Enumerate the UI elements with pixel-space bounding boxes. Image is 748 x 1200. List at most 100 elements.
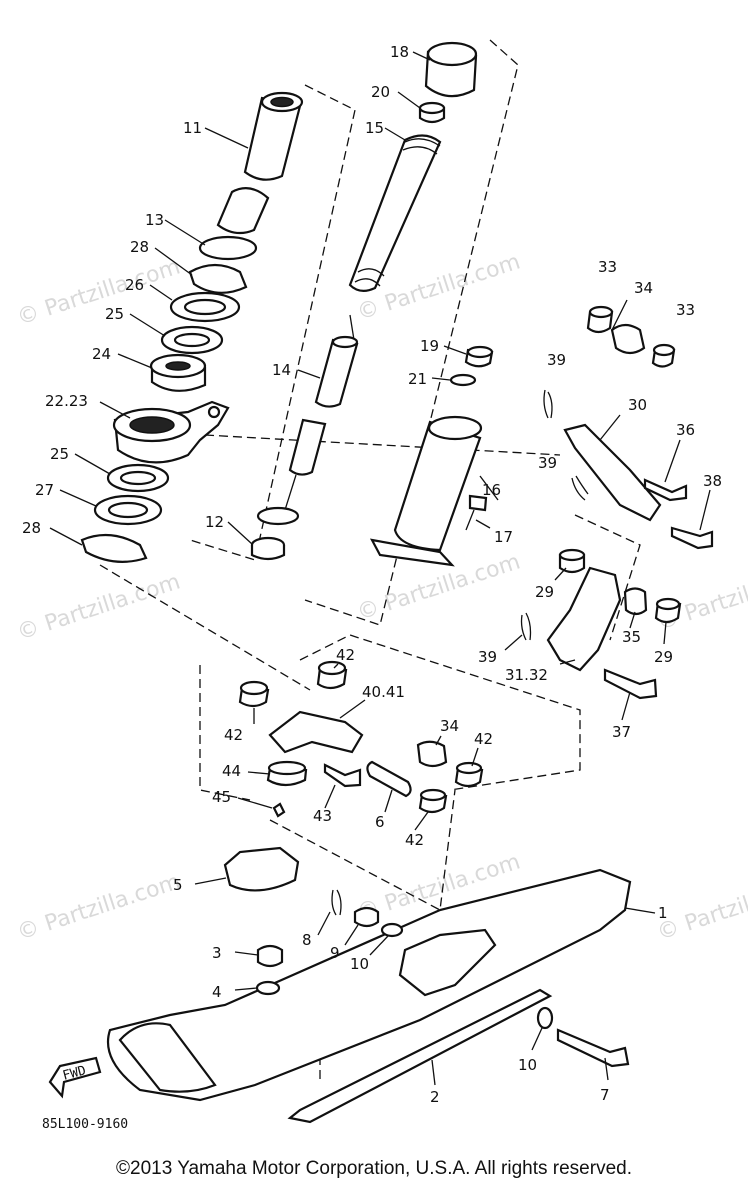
part-35-collar <box>623 587 648 616</box>
center-leader-outline <box>204 434 561 456</box>
callout-15: 15 <box>365 119 384 137</box>
callout-10-lower: 10 <box>518 1056 537 1074</box>
callout-38: 38 <box>703 472 722 490</box>
part-42-right-bushing <box>454 761 484 788</box>
part-42-bushing <box>316 660 348 690</box>
part-39-lower-pin <box>520 612 532 641</box>
part-45-screw <box>272 802 286 818</box>
watermark: © Partzilla.com <box>14 869 183 945</box>
callout-27: 27 <box>35 481 54 499</box>
part-37-bolt <box>603 668 658 700</box>
part-1-ski-loop <box>118 1022 217 1093</box>
part-38-bolt <box>670 526 714 550</box>
callout-20: 20 <box>371 83 390 101</box>
callout-43: 43 <box>313 807 332 825</box>
part-29-bushing <box>558 548 586 574</box>
callout-39: 39 <box>547 351 566 369</box>
callout-16: 16 <box>482 481 501 499</box>
callout-33-right: 33 <box>676 301 695 319</box>
callout-28-lower: 28 <box>22 519 41 537</box>
bracket-group-outline <box>199 665 251 801</box>
callout-12: 12 <box>205 513 224 531</box>
part-10-washer <box>380 922 404 938</box>
part-14-damper <box>256 314 359 526</box>
callout-5: 5 <box>173 876 183 894</box>
callout-6: 6 <box>375 813 385 831</box>
left-column-parts <box>80 91 304 563</box>
callout-2: 2 <box>430 1088 440 1106</box>
upper-left-group-outline <box>189 84 356 561</box>
part-9-nut <box>353 906 380 928</box>
callout-10: 10 <box>350 955 369 973</box>
fwd-label: FWD <box>61 1063 88 1084</box>
part-22-housing <box>112 400 230 464</box>
diagram-code: 85L100-9160 <box>42 1117 128 1132</box>
part-24-bushing <box>149 353 207 392</box>
fwd-arrow: FWD <box>48 1056 102 1099</box>
part-12-nut <box>250 536 286 561</box>
watermark: © Partzilla.com <box>654 559 748 635</box>
callout-11: 11 <box>183 119 202 137</box>
lower-left-group-outline <box>99 564 311 691</box>
part-3-nut <box>256 944 284 968</box>
callout-13: 13 <box>145 211 164 229</box>
callout-33: 33 <box>598 258 617 276</box>
part-42-left-bushing <box>238 680 270 708</box>
callout-42-left: 42 <box>224 726 243 744</box>
part-19-nut <box>464 345 494 368</box>
callout-28: 28 <box>130 238 149 256</box>
callout-39-center: 39 <box>538 454 557 472</box>
callout-34: 34 <box>634 279 653 297</box>
watermark: © Partzilla.com <box>654 869 748 945</box>
part-18-cap <box>424 41 478 98</box>
part-13-ring <box>198 235 258 261</box>
pivot-group-outline <box>299 634 581 791</box>
shock-group-outline <box>304 39 519 626</box>
callout-24: 24 <box>92 345 111 363</box>
part-16-shock-body <box>369 415 483 567</box>
part-26-ring <box>169 291 241 323</box>
callout-39-lower: 39 <box>478 648 497 666</box>
callout-37: 37 <box>612 723 631 741</box>
part-10-lower-washer <box>536 1006 554 1030</box>
part-31-bracket <box>546 566 622 672</box>
callout-40-41: 40.41 <box>362 683 405 701</box>
part-25-lower-ring <box>106 463 170 493</box>
callout-42: 42 <box>336 646 355 664</box>
part-7-bolt <box>556 1028 630 1068</box>
part-20-nut <box>418 101 446 124</box>
callout-22-23: 22.23 <box>45 392 88 410</box>
callout-31-32: 31.32 <box>505 666 548 684</box>
part-2-runner <box>287 988 553 1124</box>
part-29-right-bushing <box>654 597 682 624</box>
callout-29-right: 29 <box>654 648 673 666</box>
callout-18: 18 <box>390 43 409 61</box>
part-33-bushing <box>586 305 614 334</box>
callout-42-bottom: 42 <box>405 831 424 849</box>
callout-26: 26 <box>125 276 144 294</box>
ski-mount-outline <box>269 789 456 912</box>
group-outlines <box>99 39 641 1080</box>
callout-14: 14 <box>272 361 291 379</box>
part-1-ski-saddle <box>398 928 497 997</box>
callout-8: 8 <box>302 931 312 949</box>
callout-17: 17 <box>494 528 513 546</box>
callout-7: 7 <box>600 1086 610 1104</box>
part-34-lower-collar <box>416 740 448 768</box>
part-39-center-pin <box>571 475 589 501</box>
part-15-spring <box>348 134 442 292</box>
shock-column-parts <box>250 41 494 567</box>
part-33-right-bushing <box>651 343 676 368</box>
callout-9: 9 <box>330 944 340 962</box>
callout-3: 3 <box>212 944 222 962</box>
part-39-pin <box>543 389 553 419</box>
callout-34-lower: 34 <box>440 717 459 735</box>
watermark: © Partzilla.com <box>14 569 183 645</box>
link-parts <box>520 305 714 700</box>
callout-30: 30 <box>628 396 647 414</box>
callout-36: 36 <box>676 421 695 439</box>
part-1-ski <box>106 868 632 1102</box>
part-36-bolt <box>643 478 688 502</box>
callout-29: 29 <box>535 583 554 601</box>
